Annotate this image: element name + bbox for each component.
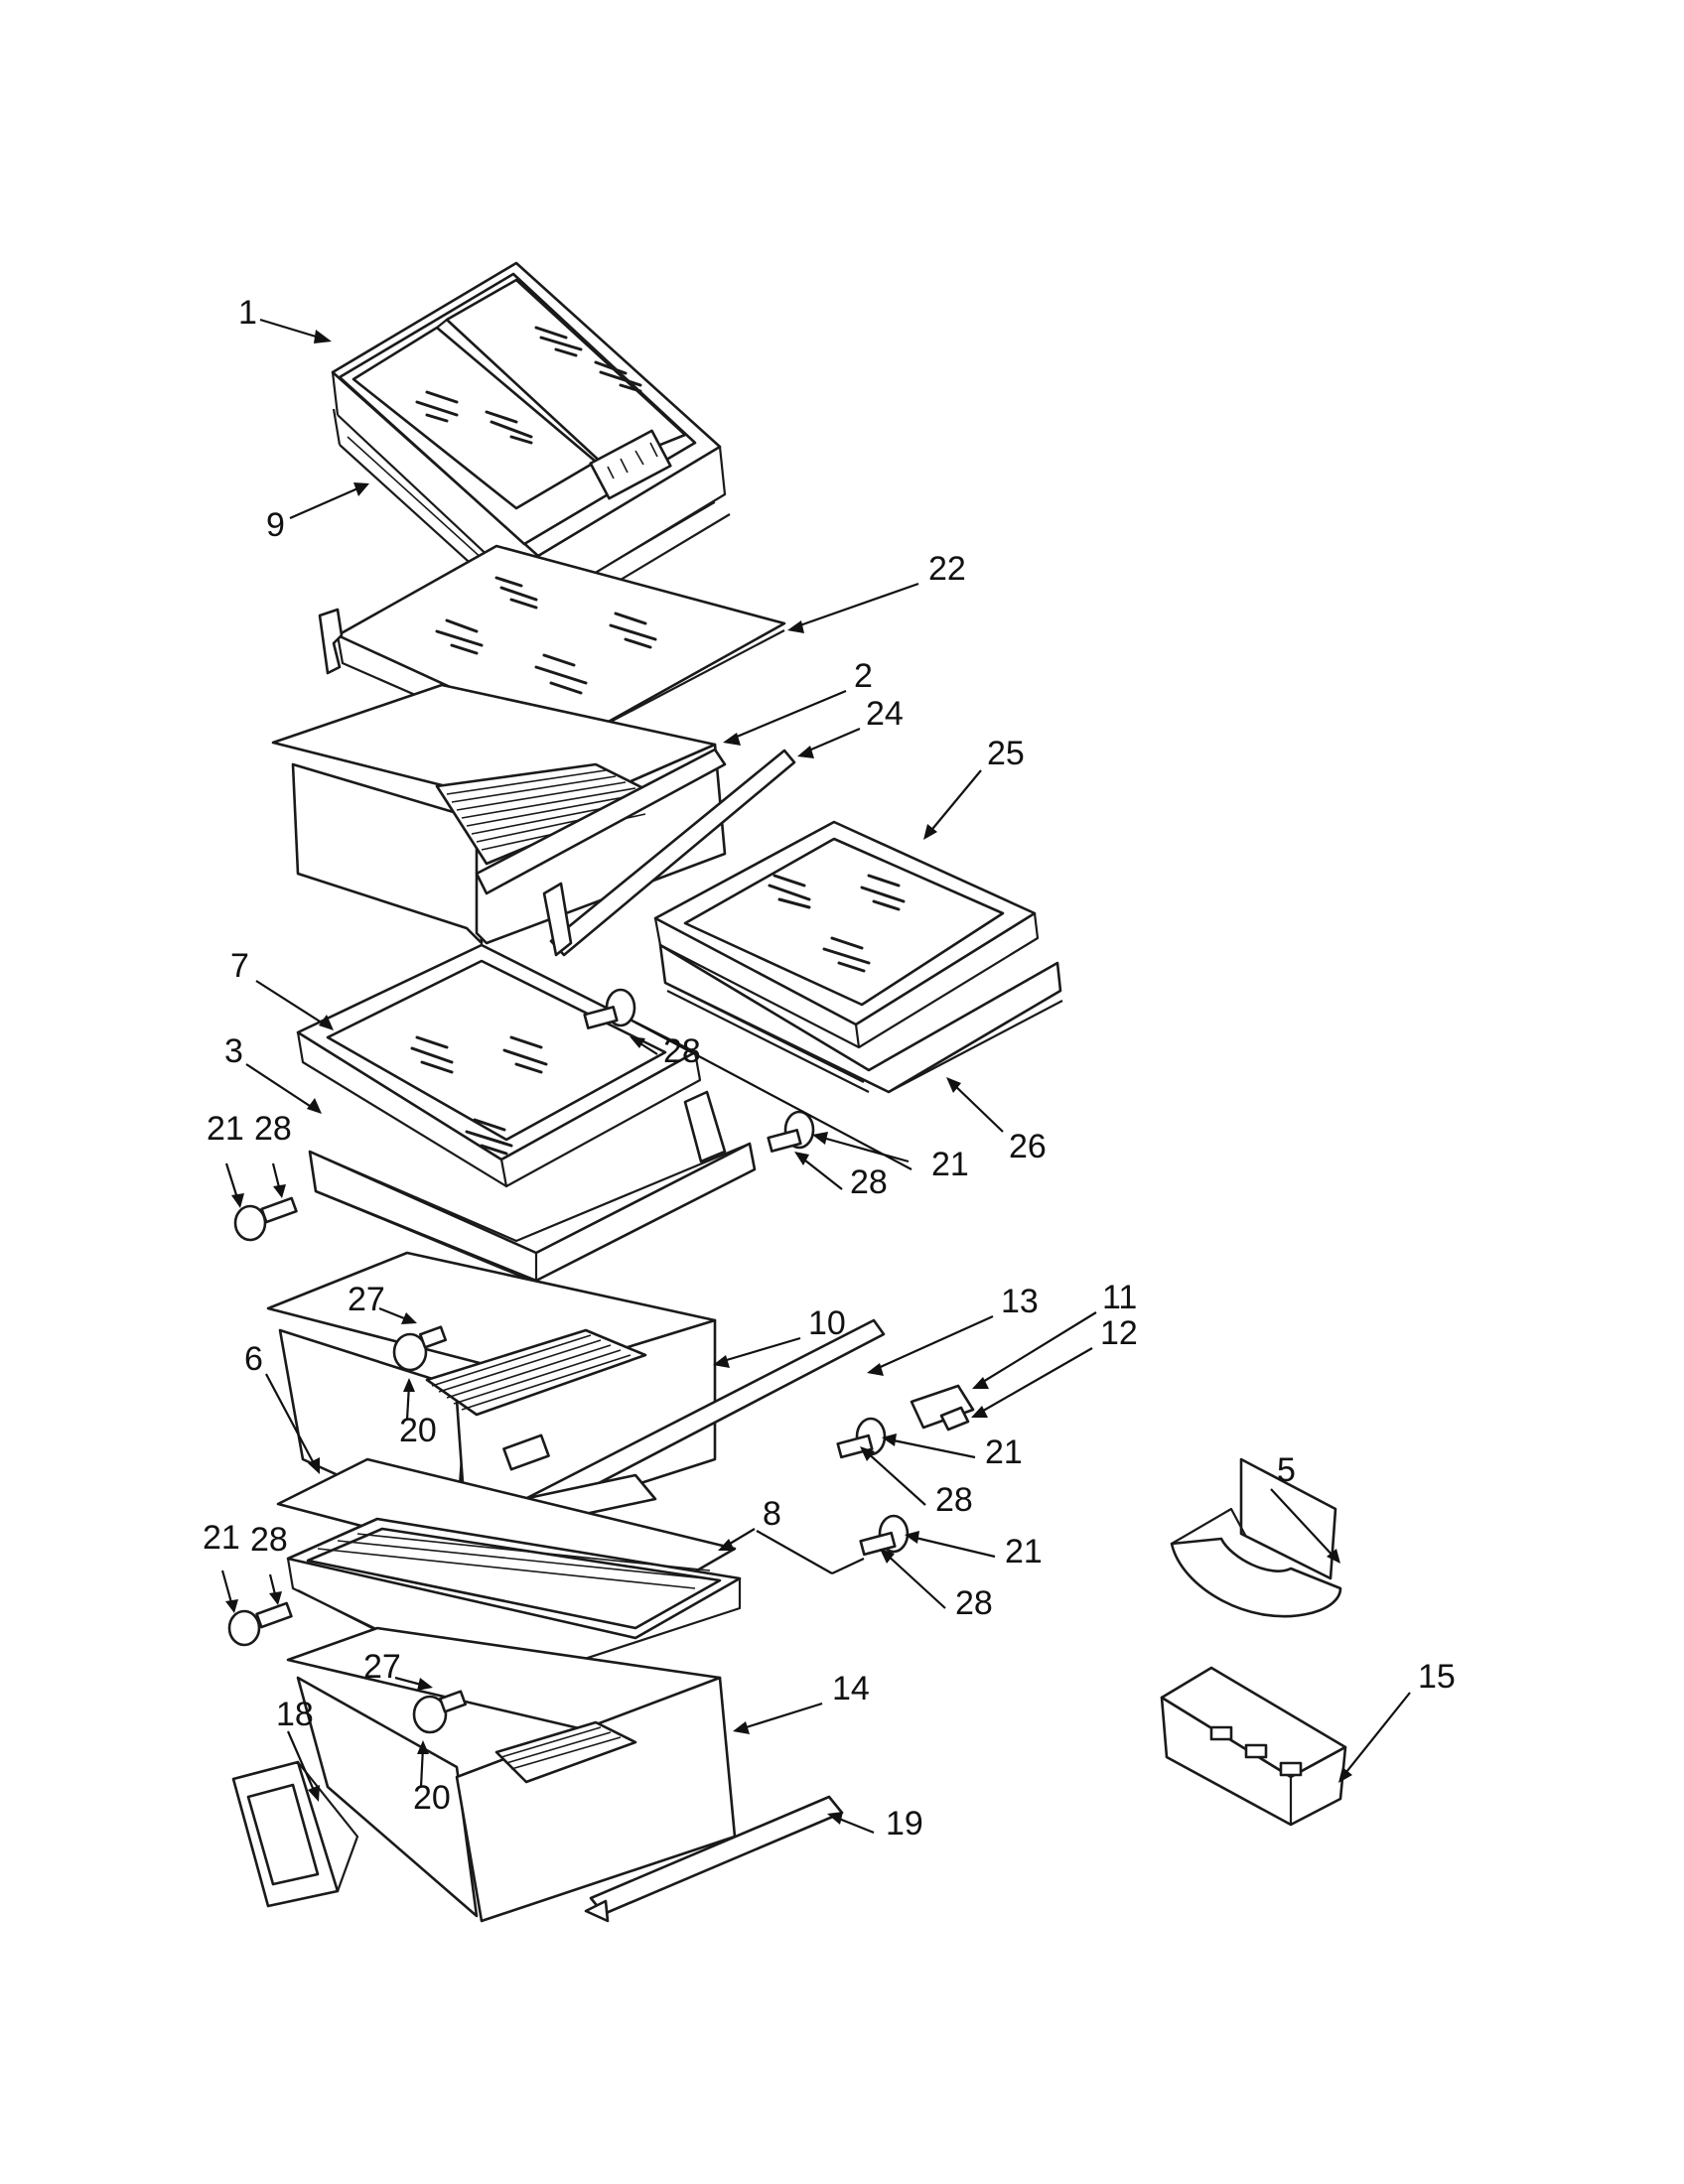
roller-21-left-b [227,1601,293,1647]
callout-6: 6 [244,1340,263,1378]
callout-11: 11 [1102,1279,1137,1316]
roller-20-mid [392,1325,448,1372]
callout-2: 2 [854,657,873,695]
callout-21: 21 [931,1146,969,1183]
callout-19: 19 [886,1805,923,1843]
callout-3: 3 [224,1032,243,1070]
callout-7: 7 [230,947,249,985]
bottom-crisper-drawer-14 [286,1626,844,1923]
callout-18: 18 [276,1696,314,1733]
roller-20-bottom [412,1690,468,1734]
roller-21-right-b [836,1417,887,1459]
callout-13: 13 [1001,1283,1039,1320]
callout-28: 28 [250,1521,288,1559]
upper-crisper-drawer [271,683,796,957]
callout-20: 20 [399,1412,437,1449]
roller-28-top [583,988,636,1029]
callout-22: 22 [928,550,966,588]
callout-28: 28 [663,1032,701,1070]
callout-10: 10 [808,1304,846,1342]
callout-9: 9 [266,506,285,544]
leader-lines [220,318,1411,1835]
label-bracket-18 [231,1760,359,1908]
crisper-cover-glass-lines [415,326,642,445]
callout-24: 24 [866,695,904,733]
callout-27: 27 [348,1281,385,1318]
door-bin-bracket-5 [1170,1457,1342,1618]
callout-25: 25 [987,735,1025,772]
callout-21: 21 [985,1433,1023,1471]
callout-28: 28 [935,1481,973,1519]
callout-28: 28 [254,1110,292,1148]
roller-21-right-c [859,1514,910,1557]
callout-28: 28 [955,1584,993,1622]
roller-21-right-a [767,1110,815,1153]
rollers-and-axles [227,988,910,1734]
callout-15: 15 [1418,1658,1456,1696]
callout-20: 20 [413,1779,451,1817]
glass-shelf-22 [318,544,786,758]
callout-1: 1 [238,294,257,332]
callout-21: 21 [207,1110,244,1148]
callout-14: 14 [832,1670,870,1707]
callout-21: 21 [203,1519,240,1557]
door-bin-15 [1160,1666,1347,1827]
right-glass-shelf-25 [653,820,1063,1094]
roller-21-left-a [233,1196,298,1242]
clip-11-12 [910,1384,975,1432]
callout-8: 8 [763,1495,781,1533]
callout-27: 27 [363,1648,401,1686]
callout-26: 26 [1009,1128,1047,1165]
callout-12: 12 [1100,1314,1138,1352]
middle-glass-shelf-7 [296,943,757,1285]
top-crisper-cover [331,261,731,629]
callout-28: 28 [850,1163,888,1201]
callout-5: 5 [1277,1451,1296,1489]
callout-21: 21 [1005,1533,1043,1570]
